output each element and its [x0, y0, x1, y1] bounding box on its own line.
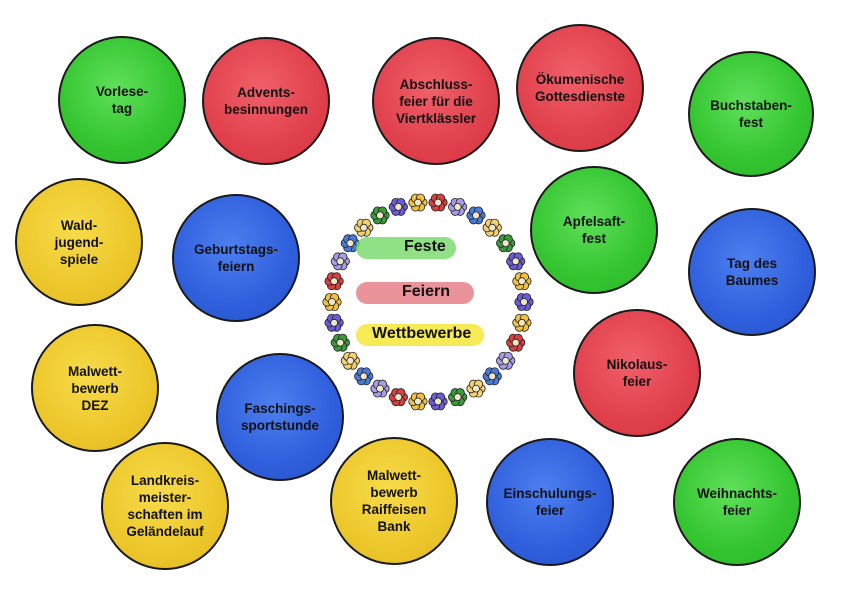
- circle-label: Apfelsaft- fest: [562, 214, 626, 246]
- flower-icon: [428, 392, 448, 411]
- circle-tag-des-baumes: Tag des Baumes: [688, 208, 816, 336]
- flower-icon: [324, 272, 344, 291]
- flower-icon: [514, 293, 534, 311]
- flower-icon: [330, 252, 350, 271]
- circle-label: Vorlese- tag: [95, 84, 149, 116]
- flower-icon: [324, 313, 344, 332]
- circle-label: Weihnachts- feier: [696, 486, 777, 518]
- flower-icon: [506, 252, 526, 271]
- flower-icon: [428, 193, 448, 212]
- legend-feiern-stroke: [356, 282, 474, 304]
- circle-label: Abschluss- feier für die Viertklässler: [395, 76, 477, 126]
- circle-oekumenische-gottesdienste: Ökumenische Gottesdienste: [516, 24, 644, 152]
- flower-icon: [322, 293, 342, 311]
- flower-icon: [512, 272, 532, 291]
- flower-icon: [496, 351, 516, 370]
- flower-icon: [388, 388, 408, 407]
- circle-malwettbewerb-dez: Malwett- bewerb DEZ: [31, 324, 159, 452]
- circle-label: Einschulungs- feier: [503, 486, 597, 518]
- flower-icon: [466, 379, 486, 398]
- circle-label: Advents- besinnungen: [224, 85, 308, 117]
- flower-icon: [482, 367, 502, 386]
- flower-icon: [466, 206, 486, 225]
- circle-apfelsaftfest: Apfelsaft- fest: [530, 166, 658, 294]
- circle-einschulungsfeier: Einschulungs- feier: [486, 438, 614, 566]
- legend-feste-stroke: [356, 237, 456, 259]
- circle-adventsbesinnungen: Advents- besinnungen: [202, 37, 330, 165]
- legend-feste-label: Feste: [404, 238, 446, 255]
- circle-buchstabenfest: Buchstaben- fest: [688, 51, 814, 177]
- flower-icon: [340, 234, 360, 253]
- legend-wettbewerbe-stroke: [356, 324, 484, 346]
- circle-nikolausfeier: Nikolaus- feier: [573, 309, 701, 437]
- circle-weihnachtsfeier: Weihnachts- feier: [673, 438, 801, 566]
- circle-label: Landkreis- meister- schaften im Geländel…: [126, 473, 204, 539]
- flower-icon: [408, 193, 428, 212]
- circle-label: Buchstaben- fest: [710, 98, 792, 130]
- circle-abschlussfeier: Abschluss- feier für die Viertklässler: [372, 37, 500, 165]
- legend-feiern-label: Feiern: [402, 283, 451, 300]
- flower-icon: [506, 333, 526, 352]
- circle-waldjugendspiele: Wald- jugend- spiele: [15, 178, 143, 306]
- flower-icon: [370, 206, 390, 225]
- flower-icon: [512, 313, 532, 332]
- circle-label: Wald- jugend- spiele: [54, 217, 104, 267]
- circle-vorlesetag: Vorlese- tag: [58, 36, 186, 164]
- flower-icon: [330, 333, 350, 352]
- flower-icon: [408, 392, 428, 411]
- circle-label: Malwett- bewerb Raiffeisen Bank: [361, 468, 427, 534]
- circle-label: Faschings- sportstunde: [240, 401, 319, 433]
- circle-label: Tag des Baumes: [725, 256, 779, 288]
- flower-icon: [354, 367, 374, 386]
- circle-label: Nikolaus- feier: [606, 357, 668, 389]
- flower-icon: [370, 379, 390, 398]
- flower-icon: [388, 197, 408, 216]
- flower-icon: [340, 351, 360, 370]
- flower-icon: [448, 388, 468, 407]
- flower-icon: [496, 234, 516, 253]
- flower-icon: [448, 197, 468, 216]
- flower-icon: [482, 218, 502, 237]
- circle-malwettbewerb-raiffeisen: Malwett- bewerb Raiffeisen Bank: [330, 437, 458, 565]
- circle-faschingssportstunde: Faschings- sportstunde: [216, 353, 344, 481]
- flower-wreath: [322, 193, 534, 411]
- circle-label: Malwett- bewerb DEZ: [68, 363, 122, 413]
- circle-label: Geburtstags- feiern: [193, 242, 278, 274]
- circle-landkreismeisterschaften: Landkreis- meister- schaften im Geländel…: [101, 442, 229, 570]
- circle-geburtstagsfeiern: Geburtstags- feiern: [172, 194, 300, 322]
- flower-icon: [354, 218, 374, 237]
- circle-label: Ökumenische Gottesdienste: [534, 72, 626, 104]
- legend-wettbewerbe-label: Wettbewerbe: [372, 325, 472, 342]
